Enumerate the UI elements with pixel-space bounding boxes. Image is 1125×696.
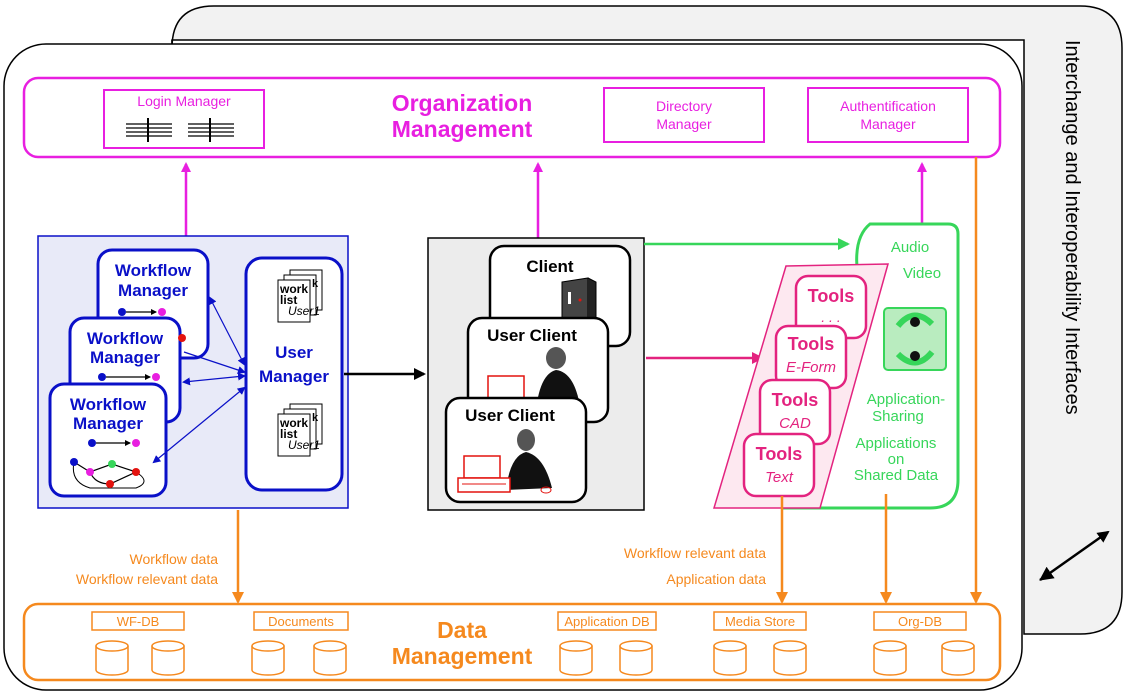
svg-text:Manager: Manager xyxy=(259,367,329,386)
data-store-documents: Documents xyxy=(251,611,349,676)
interchange-arrow xyxy=(1039,530,1110,582)
data-store-label: WF-DB xyxy=(117,614,160,629)
directory-manager-box xyxy=(603,87,765,143)
tool-card-eform: Tools E-Form xyxy=(774,324,848,390)
apps-shared-label-2: on xyxy=(888,451,905,468)
app-sharing-label-1: Application- xyxy=(867,391,945,408)
database-cylinder-icon xyxy=(151,640,185,676)
svg-text:Client: Client xyxy=(526,257,574,276)
svg-text:User1: User1 xyxy=(288,438,320,452)
database-cylinder-icon xyxy=(559,640,593,676)
svg-text:k: k xyxy=(312,278,319,290)
svg-text:. . .: . . . xyxy=(821,309,840,325)
tool-card-generic: Tools . . . xyxy=(794,274,868,340)
user-client-card-2: User Client xyxy=(444,396,588,504)
apps-shared-label-1: Applications xyxy=(856,435,937,452)
workflow-manager-3: Workflow Manager xyxy=(48,382,168,498)
svg-text:list: list xyxy=(280,427,297,441)
svg-text:Tools: Tools xyxy=(772,390,819,410)
app-sharing-icon xyxy=(883,307,947,371)
worklist-icon-2: k work list User1 xyxy=(277,403,323,457)
database-cylinder-icon xyxy=(773,640,807,676)
database-cylinder-icon xyxy=(619,640,653,676)
database-cylinder-icon xyxy=(873,640,907,676)
svg-text:Tools: Tools xyxy=(808,286,855,306)
workflow-relevant-data-label-2: Workflow relevant data xyxy=(624,545,766,561)
workflow-relevant-data-label: Workflow relevant data xyxy=(76,571,218,587)
svg-text:Manager: Manager xyxy=(90,348,160,367)
application-data-label: Application data xyxy=(666,571,766,587)
svg-text:Manager: Manager xyxy=(118,281,188,300)
auth-manager-box xyxy=(807,87,969,143)
audio-label: Audio xyxy=(891,239,929,256)
svg-text:User1: User1 xyxy=(288,304,320,318)
svg-text:Tools: Tools xyxy=(788,334,835,354)
login-table-icon xyxy=(126,118,234,142)
login-manager-box xyxy=(103,89,265,149)
data-store-media-store: Media Store xyxy=(713,611,807,676)
data-store-label: Org-DB xyxy=(898,614,942,629)
svg-text:list: list xyxy=(280,293,297,307)
data-store-label: Application DB xyxy=(564,614,649,629)
directory-manager-label-1: Directory xyxy=(656,98,712,114)
directory-manager-label-2: Manager xyxy=(656,116,712,132)
data-store-org-db: Org-DB xyxy=(873,611,975,676)
interchange-panel xyxy=(171,5,1123,635)
user-workstation-icon xyxy=(457,429,552,494)
svg-text:Tools: Tools xyxy=(756,444,803,464)
svg-text:Text: Text xyxy=(765,469,794,486)
app-sharing-label-2: Sharing xyxy=(872,408,924,425)
svg-text:CAD: CAD xyxy=(779,415,811,432)
data-store-wf-db: WF-DB xyxy=(91,611,185,676)
video-label: Video xyxy=(903,265,941,282)
wm-um-arrows xyxy=(152,296,246,464)
data-store-label: Media Store xyxy=(725,614,795,629)
svg-text:User Client: User Client xyxy=(465,406,555,425)
svg-text:Workflow: Workflow xyxy=(115,261,192,280)
svg-text:Manager: Manager xyxy=(73,414,143,433)
data-management-title-2: Management xyxy=(392,643,533,669)
data-store-label: Documents xyxy=(268,614,334,629)
database-cylinder-icon xyxy=(713,640,747,676)
svg-text:k: k xyxy=(312,412,319,424)
data-stores: WF-DB Documents Application DB Media Store O… xyxy=(91,611,975,676)
data-management-title-1: Data xyxy=(437,617,487,643)
workflow-data-label: Workflow data xyxy=(130,551,219,567)
data-store-application-db: Application DB xyxy=(557,611,657,676)
svg-text:work: work xyxy=(279,282,308,296)
svg-text:Workflow: Workflow xyxy=(70,395,147,414)
database-cylinder-icon xyxy=(313,640,347,676)
org-management-title-2: Management xyxy=(392,116,533,142)
auth-manager-label-2: Manager xyxy=(860,116,916,132)
svg-text:Workflow: Workflow xyxy=(87,329,164,348)
login-manager-label: Login Manager xyxy=(137,93,231,109)
svg-text:User: User xyxy=(275,343,313,362)
worklist-icon-1: k work list User1 xyxy=(277,269,323,323)
svg-text:User Client: User Client xyxy=(487,326,577,345)
database-cylinder-icon xyxy=(941,640,975,676)
org-management-title-1: Organization xyxy=(392,90,533,116)
svg-text:E-Form: E-Form xyxy=(786,359,836,376)
interchange-label: Interchange and Interoperability Interfa… xyxy=(1061,40,1083,415)
svg-text:work: work xyxy=(279,416,308,430)
database-cylinder-icon xyxy=(251,640,285,676)
database-cylinder-icon xyxy=(95,640,129,676)
auth-manager-label-1: Authentification xyxy=(840,98,936,114)
apps-shared-label-3: Shared Data xyxy=(854,467,939,484)
tool-card-text: Tools Text xyxy=(742,432,816,498)
